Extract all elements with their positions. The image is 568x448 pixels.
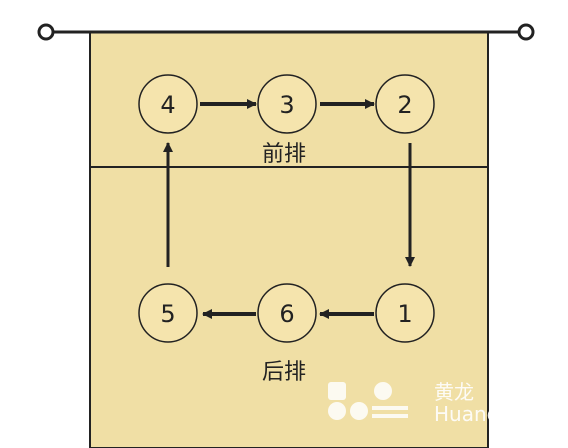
position-number: 1 xyxy=(397,300,412,328)
position-circle-6: 6 xyxy=(257,283,317,343)
net-post-left xyxy=(37,23,55,41)
position-number: 4 xyxy=(160,91,175,119)
watermark-logo-icon xyxy=(328,382,408,420)
watermark-text: 黄龙 xyxy=(434,380,474,404)
front-row-label: 前排 xyxy=(262,142,307,167)
position-circle-2: 2 xyxy=(375,74,435,134)
position-circle-3: 3 xyxy=(257,74,317,134)
position-number: 2 xyxy=(397,91,412,119)
rotation-arrows xyxy=(163,99,415,319)
net-post-right xyxy=(517,23,535,41)
position-number: 3 xyxy=(279,91,294,119)
back-row-label: 后排 xyxy=(262,360,307,385)
watermark: 黄龙 Huang xyxy=(322,376,568,448)
position-circle-5: 5 xyxy=(138,283,198,343)
position-circle-4: 4 xyxy=(138,74,198,134)
position-circle-1: 1 xyxy=(375,283,435,343)
watermark-text-en: Huang xyxy=(434,402,500,426)
position-number: 5 xyxy=(160,300,175,328)
position-number: 6 xyxy=(279,300,294,328)
